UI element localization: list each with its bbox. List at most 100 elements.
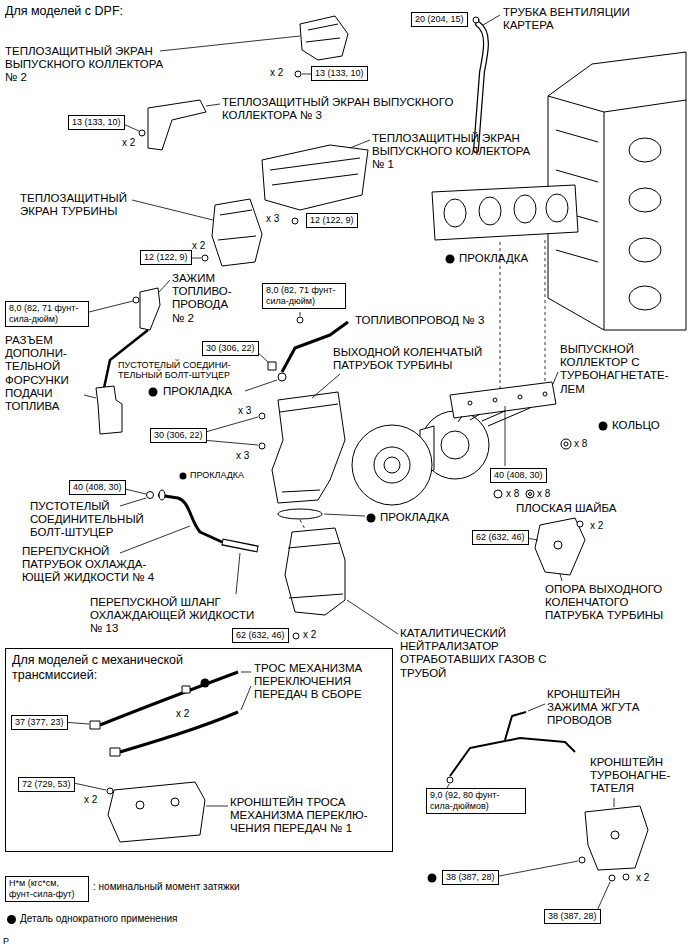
harness-bracket (505, 712, 526, 740)
leader-lines (553, 372, 558, 384)
coolant-bypass (222, 542, 258, 549)
part-label: КАТАЛИТИЧЕСКИЙ НЕЙТРАЛИЗАТОР ОТРАБОТАВШИ… (400, 627, 550, 680)
torque-box: 30 (306, 22) (150, 428, 207, 443)
torque-value: 37 (377, 23) (15, 717, 64, 728)
turbo-elbow (280, 404, 338, 492)
quantity-label: x 2 (590, 520, 603, 532)
turbocharger (384, 457, 400, 473)
page-mark: P (3, 936, 9, 946)
fasteners (577, 521, 583, 527)
part-label: ТЕПЛОЗАЩИТНЫЙ ЭКРАН ТУРБИНЫ (20, 192, 140, 218)
part-label: ПРОКЛАДКА (190, 470, 244, 480)
leader-lines (324, 514, 365, 516)
turbo-elbow (272, 392, 345, 503)
ventilation-tube (476, 24, 486, 150)
manifold-gasket (479, 197, 501, 225)
leader-lines (206, 104, 220, 106)
torque-box: 8,0 (82, 71 фунт-сила-дюйм) (5, 301, 89, 327)
turbocharger (352, 382, 556, 505)
leader-lines (84, 395, 96, 398)
torque-value: 38 (387, 28) (446, 872, 495, 883)
torque-value: 30 (306, 22) (206, 343, 255, 354)
leader-lines (347, 600, 398, 634)
fasteners (107, 71, 629, 881)
leader-lines (312, 374, 340, 398)
turbocharger (441, 431, 469, 459)
part-label: ВЫПУСКНОЙ КОЛЛЕКТОР С ТУРБОНАГНЕТАТЕ- ЛЕ… (560, 343, 686, 396)
fuel-parts (96, 386, 122, 434)
mt-parts (100, 672, 238, 725)
engine-block (629, 188, 661, 212)
turbocharger (518, 395, 522, 399)
turbocharger (458, 408, 530, 426)
torque-value: Н*м (кгс*см, фунт-сила-фут) (9, 878, 85, 900)
torque-box: 20 (204, 15) (411, 12, 468, 27)
leader-lines (614, 798, 615, 807)
fasteners (494, 490, 502, 498)
torque-value: 8,0 (82, 71 фунт-сила-дюйм) (9, 303, 85, 325)
mt-parts (110, 748, 120, 756)
fasteners (295, 71, 301, 77)
single-use-dot (149, 255, 608, 883)
heat-shields (212, 199, 262, 266)
heat-shields (306, 24, 340, 42)
quantity-label: x 3 (238, 405, 251, 417)
quantity-label: x 2 (176, 708, 189, 720)
torque-value: 72 (729, 53) (22, 779, 71, 790)
part-label: ПУСТОТЕЛЫЙ СОЕДИНИ- ТЕЛЬНЫЙ БОЛТ-ШТУЦЕР (118, 360, 253, 381)
turbo-elbow (278, 509, 322, 519)
fasteners (529, 493, 532, 496)
fasteners (579, 857, 585, 863)
fasteners (133, 297, 139, 303)
part-label: ПРОКЛАДКА (163, 385, 232, 398)
leader-lines (528, 704, 545, 711)
quantity-label: x 2 (636, 872, 649, 884)
fasteners (297, 317, 303, 323)
turbocharger (450, 382, 556, 418)
torque-box: 38 (387, 28) (442, 870, 499, 885)
torque-value: 40 (408, 30) (494, 470, 543, 481)
part-label: ПУСТОТЕЛЫЙ СОЕДИНИТЕЛЬНЫЙ БОЛТ-ШТУЦЕР (30, 500, 152, 540)
leader-lines (202, 440, 258, 445)
frame-heading: Для моделей с механической трансмиссией: (12, 653, 227, 683)
leader-lines (300, 312, 301, 316)
torque-value: 30 (306, 22) (154, 430, 203, 441)
fasteners (147, 492, 154, 499)
part-label: ОПОРА ВЫХОДНОГО КОЛЕНЧАТОГО ПАТРУБКА ТУР… (545, 583, 685, 623)
fasteners (202, 255, 208, 261)
part-label: КРОНШТЕЙН ТРОСА МЕХАНИЗМА ПЕРЕКЛЮ- ЧЕНИЯ… (230, 796, 388, 836)
diagram-title: Для моделей с DPF: (5, 4, 123, 19)
part-label: ПЛОСКАЯ ШАЙБА (516, 502, 616, 515)
single-use-dot (149, 388, 158, 397)
turbo-bracket (585, 806, 648, 870)
heat-shields (148, 16, 368, 266)
torque-value: 62 (632, 46) (236, 630, 285, 641)
torque-box: 62 (632, 46) (232, 628, 289, 643)
leader-lines (69, 782, 106, 790)
fasteners (293, 633, 299, 639)
mt-parts (182, 686, 190, 693)
manifold-gasket (432, 185, 578, 240)
fasteners (564, 442, 568, 446)
leader-lines (62, 15, 614, 913)
torque-box: 37 (377, 23) (11, 715, 68, 730)
single-use-dot (180, 473, 187, 480)
turbocharger (374, 447, 410, 483)
torque-box: 30 (306, 22) (202, 341, 259, 356)
turbocharger (493, 398, 497, 402)
part-label: ВЫХОДНОЙ КОЛЕНЧАТЫЙ ПАТРУБОК ТУРБИНЫ (333, 346, 493, 372)
quantity-label: x 2 (122, 137, 135, 149)
leader-lines (241, 672, 251, 673)
alignment-lines (545, 240, 546, 384)
leader-lines (132, 200, 213, 220)
fasteners (259, 443, 265, 449)
leader-lines (236, 553, 240, 594)
heat-shields (300, 16, 348, 60)
turbocharger (543, 392, 547, 396)
leader-lines (245, 380, 277, 391)
part-label: ЗАЖИМ ТОПЛИВО- ПРОВОДА № 2 (172, 272, 238, 325)
part-label: КОЛЬЦО (612, 419, 660, 432)
quantity-label: x 2 (192, 240, 205, 252)
single-use-dot (446, 255, 455, 264)
